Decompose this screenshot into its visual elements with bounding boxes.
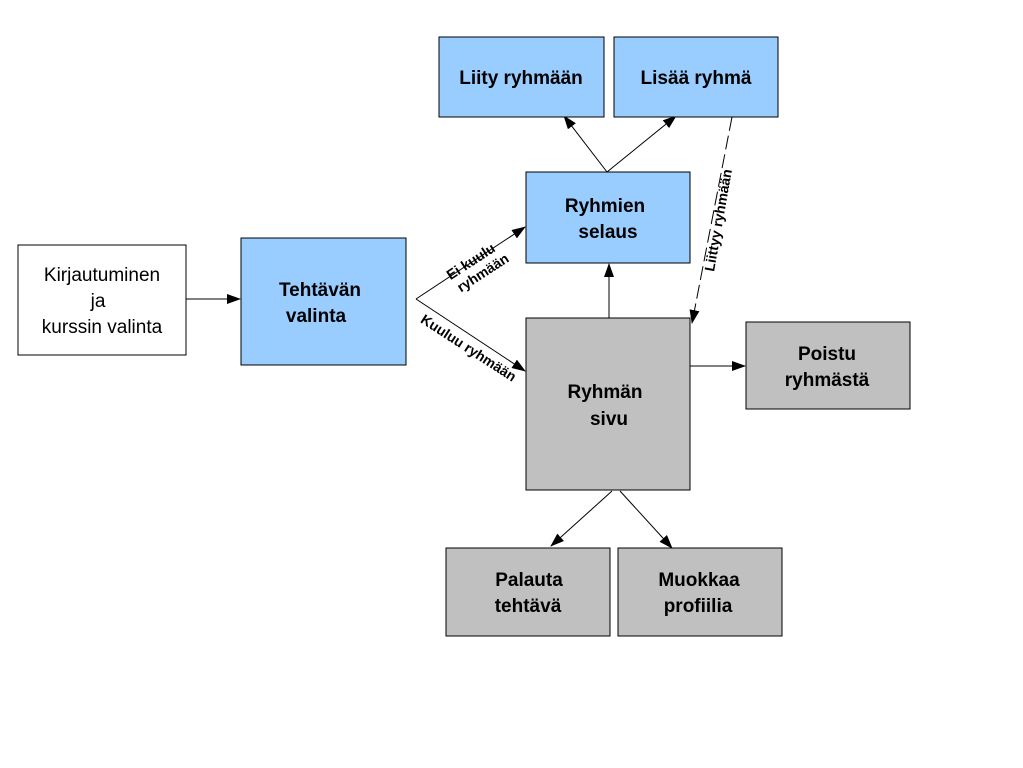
edge-add-to-group-page — [689, 116, 733, 324]
node-task-select-line2: valinta — [286, 306, 347, 327]
node-leave-group-line1: Poistu — [798, 344, 856, 365]
node-browse-groups-line2: selaus — [578, 222, 637, 243]
node-group-page: Ryhmän sivu — [525, 317, 691, 491]
edge-group-page-to-edit — [619, 490, 673, 549]
node-join-group-label: Liity ryhmään — [459, 68, 583, 89]
edge-task-to-group-page — [415, 298, 526, 372]
node-browse-groups: Ryhmien selaus — [525, 171, 691, 264]
node-add-group: Lisää ryhmä — [613, 36, 779, 118]
node-leave-group-line2: ryhmästä — [785, 370, 870, 391]
edge-label-member: Kuuluu ryhmään — [418, 311, 519, 385]
node-login-line3: kurssin valinta — [42, 317, 163, 338]
edge-label-not-member: Ei kuulu ryhmään — [443, 240, 511, 295]
edge-task-to-browse — [415, 226, 526, 300]
node-browse-groups-line1: Ryhmien — [565, 196, 645, 217]
node-edit-profile: Muokkaa profiilia — [617, 547, 783, 637]
node-submit-task-line1: Palauta — [495, 570, 563, 591]
node-join-group: Liity ryhmään — [438, 36, 605, 118]
node-login-line1: Kirjautuminen — [44, 265, 160, 286]
node-group-page-line2: sivu — [590, 409, 628, 430]
node-task-select: Tehtävän valinta — [240, 237, 407, 366]
edge-browse-to-join — [563, 115, 608, 173]
node-edit-profile-line1: Muokkaa — [658, 570, 740, 591]
node-login-line2: ja — [90, 291, 106, 312]
edge-label-joined: Liittyy ryhmään — [701, 168, 735, 273]
node-group-page-line1: Ryhmän — [568, 382, 643, 403]
edge-browse-to-add — [606, 115, 677, 173]
node-task-select-line1: Tehtävän — [279, 280, 361, 301]
node-leave-group: Poistu ryhmästä — [745, 321, 911, 410]
node-submit-task: Palauta tehtävä — [445, 547, 611, 637]
edge-group-page-to-submit — [550, 490, 613, 547]
node-add-group-label: Lisää ryhmä — [641, 68, 752, 89]
node-edit-profile-line2: profiilia — [664, 596, 733, 617]
node-submit-task-line2: tehtävä — [495, 596, 562, 617]
node-login: Kirjautuminen ja kurssin valinta — [17, 244, 187, 356]
